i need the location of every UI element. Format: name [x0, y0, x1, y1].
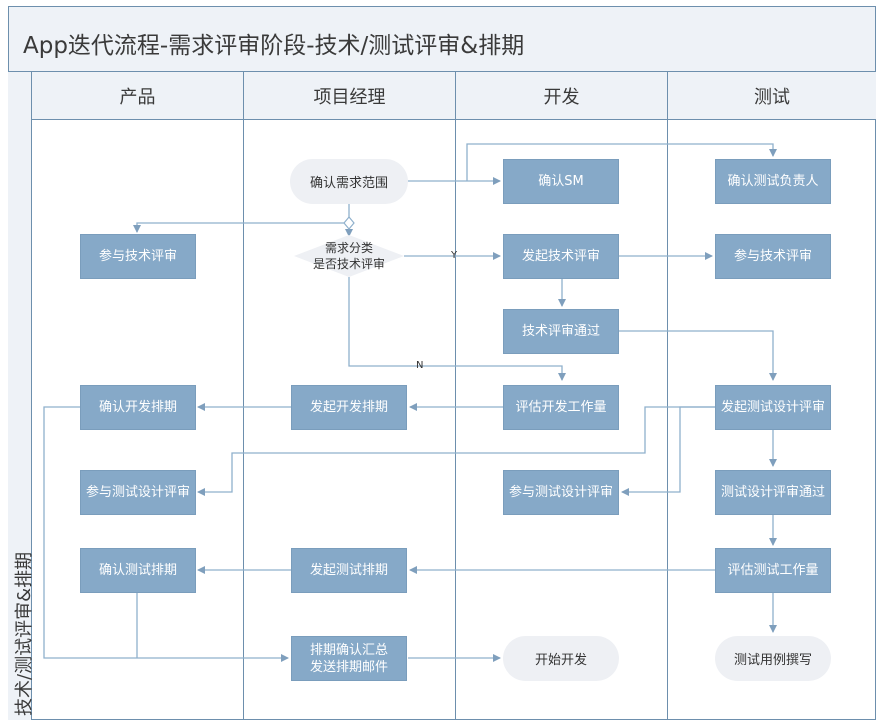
node-start-dev-schedule: 发起开发排期 [291, 385, 407, 430]
node-estimate-dev: 评估开发工作量 [503, 385, 619, 430]
lane-header-pm: 项目经理 [244, 72, 456, 120]
edge-dev-schedule-to-summary [43, 406, 289, 662]
node-tech-review-passed: 技术评审通过 [503, 309, 619, 354]
edge-label-no: N [416, 360, 424, 371]
node-start-test-design-review: 发起测试设计评审 [715, 385, 831, 430]
edge-scope-to-test-owner [466, 143, 777, 181]
lane-header-dev: 开发 [456, 72, 668, 120]
edge-classify-no [348, 277, 566, 381]
lane-pm [244, 120, 456, 720]
lane-header-test: 测试 [668, 72, 876, 120]
node-classify-label: 需求分类 是否技术评审 [312, 241, 385, 271]
lane-dev [456, 120, 668, 720]
node-start-dev: 开始开发 [503, 636, 619, 681]
lane-header-product: 产品 [32, 72, 244, 120]
edge-to-test-design-start [619, 330, 777, 381]
node-confirm-dev-schedule: 确认开发排期 [80, 385, 196, 430]
node-summarize-schedule: 排期确认汇总 发送排期邮件 [291, 636, 407, 681]
node-estimate-test: 评估测试工作量 [715, 548, 831, 593]
decision-diamond [294, 235, 404, 277]
node-product-join-tech-review: 参与技术评审 [80, 234, 196, 279]
edge-to-dev-test-design [621, 406, 715, 496]
node-confirm-test-owner: 确认测试负责人 [715, 159, 831, 204]
node-confirm-sm: 确认SM [503, 159, 619, 204]
node-test-join-tech-review: 参与技术评审 [715, 234, 831, 279]
node-dev-join-test-design: 参与测试设计评审 [503, 470, 619, 515]
junction-marker [343, 216, 355, 230]
node-test-design-passed: 测试设计评审通过 [715, 470, 831, 515]
node-start-tech-review: 发起技术评审 [503, 234, 619, 279]
node-write-test-cases: 测试用例撰写 [715, 636, 831, 681]
node-product-join-test-design: 参与测试设计评审 [80, 470, 196, 515]
lane-product [32, 120, 244, 720]
title-band: App迭代流程-需求评审阶段-技术/测试评审&排期 [8, 6, 876, 72]
node-start-test-schedule: 发起测试排期 [291, 548, 407, 593]
node-confirm-test-schedule: 确认测试排期 [80, 548, 196, 593]
edge-to-product-test-design [197, 406, 715, 496]
edge-label-yes: Y [451, 250, 458, 261]
node-confirm-scope: 确认需求范围 [290, 159, 408, 204]
edge-to-product-tech-review [133, 222, 349, 233]
diagram-title: App迭代流程-需求评审阶段-技术/测试评审&排期 [23, 33, 525, 59]
side-label-band [8, 72, 32, 720]
